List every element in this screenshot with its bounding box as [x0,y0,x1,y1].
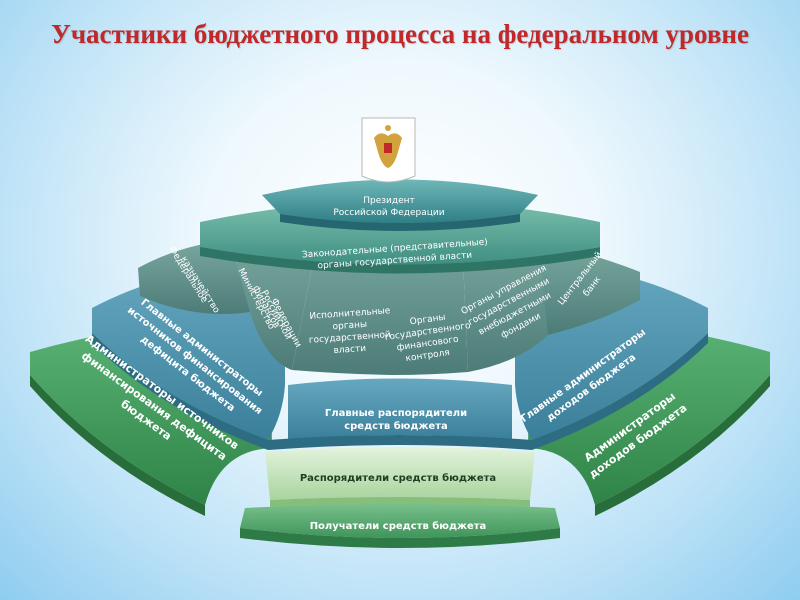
tier-legislative-edge [200,247,600,274]
executive-line2: органы [332,320,367,332]
tier-central-bank [538,243,640,335]
tier-president-edge [280,214,520,231]
tier-president [262,179,538,223]
tier-recipients [240,504,560,538]
tier-admin-sources-edge [30,375,205,516]
tier-ministry-of-finance [230,236,318,370]
page-title: Участники бюджетного процесса на федерал… [51,19,749,49]
tier-main-distributors [288,378,512,440]
main-distributors-line2: средств бюджета [344,420,448,432]
tier-admin-revenues-edge [595,375,770,516]
tier-distributors [265,447,535,500]
recipients-line1: Получатели средств бюджета [310,520,487,532]
main-distributors-line1: Главные распорядители [325,408,467,419]
president-line2: Российской Федерации [333,208,444,218]
distributors-line1: Распорядители средств бюджета [300,472,496,484]
executive-line4: власти [333,344,366,356]
tier-recipients-edge [240,528,560,548]
russian-coat-of-arms-icon [361,117,416,183]
control-line1: Органы [409,313,446,328]
president-line1: Президент [363,196,415,206]
